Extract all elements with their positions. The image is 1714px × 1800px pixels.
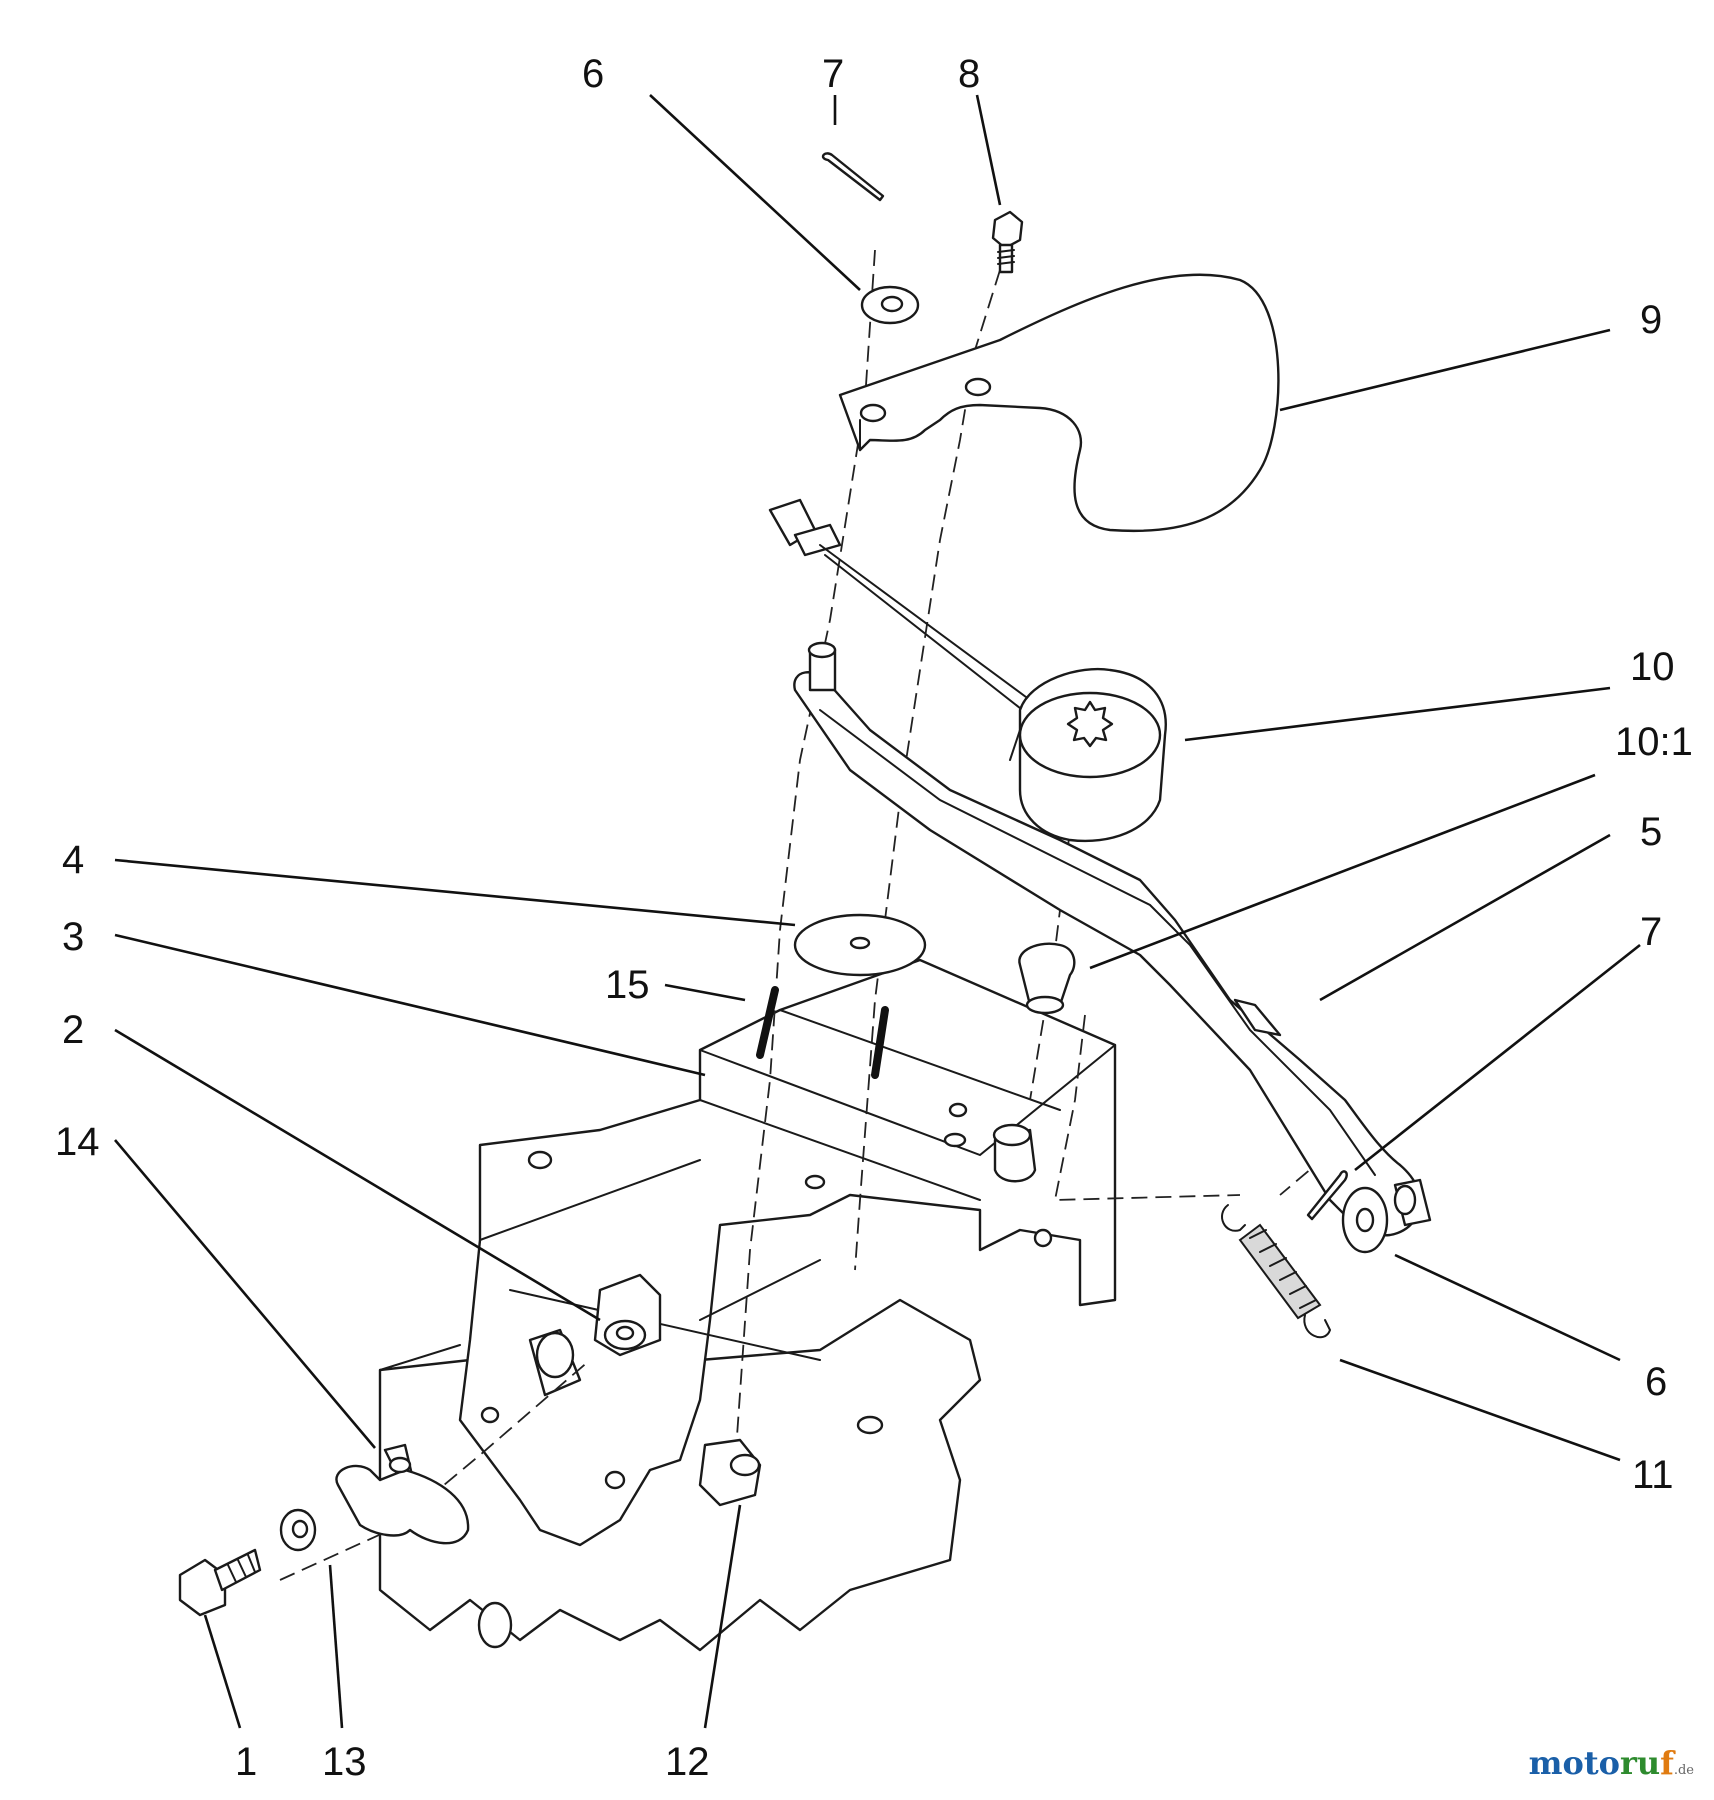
- callout-6-right: 6: [1645, 1360, 1667, 1404]
- cotter-pin-7-right: [1306, 1170, 1348, 1221]
- washer-6-right-hole: [1355, 1207, 1375, 1233]
- callout-10: 10: [1630, 645, 1675, 689]
- callout-9: 9: [1640, 298, 1662, 342]
- callout-5: 5: [1640, 810, 1662, 854]
- washer-6-top-hole: [880, 295, 904, 313]
- watermark-part-b: ru: [1619, 1744, 1661, 1782]
- cotter-pin-7-top: [821, 152, 885, 202]
- switch-cover-plate: [838, 273, 1280, 533]
- nut-12: [698, 1438, 762, 1507]
- bolt-1: [178, 1548, 262, 1617]
- callout-15: 15: [605, 963, 650, 1007]
- plunger-10-1: [1018, 942, 1076, 1015]
- watermark-logo: motoruf.de: [1529, 1744, 1694, 1782]
- callout-7-right: 7: [1640, 910, 1662, 954]
- switch-body: [1009, 667, 1167, 843]
- nut-2: [593, 1273, 662, 1357]
- callout-6-top: 6: [582, 52, 604, 96]
- mount-bracket: [458, 958, 1117, 1547]
- washer-4-hole: [849, 936, 871, 950]
- watermark-part-a: moto: [1528, 1744, 1620, 1782]
- watermark-part-d: .de: [1673, 1763, 1694, 1778]
- callout-7-top: 7: [822, 52, 844, 96]
- callout-labels: 6 7 8 9 10 10:1 5 7 6 11 4 3 15 2 14 1 1…: [55, 52, 1693, 1784]
- callout-1: 1: [235, 1740, 257, 1784]
- washer-13-hole: [291, 1519, 309, 1539]
- callout-3: 3: [62, 915, 84, 959]
- callout-12: 12: [665, 1740, 710, 1784]
- roll-pins-15: [756, 986, 889, 1079]
- spring-11: [1221, 1204, 1332, 1339]
- bolt-8: [991, 210, 1024, 274]
- callout-8: 8: [958, 52, 980, 96]
- callout-11: 11: [1632, 1453, 1674, 1497]
- bracket-post: [992, 1123, 1037, 1183]
- callout-2: 2: [62, 1008, 84, 1052]
- callout-4: 4: [62, 838, 84, 882]
- callout-14: 14: [55, 1120, 100, 1164]
- clip-14: [335, 1443, 470, 1545]
- callout-13: 13: [322, 1740, 367, 1784]
- switch-connector-wire: [768, 498, 1031, 713]
- leader-lines: [114, 94, 1641, 1729]
- watermark-part-c: f: [1660, 1744, 1674, 1782]
- callout-10-1: 10:1: [1615, 720, 1693, 764]
